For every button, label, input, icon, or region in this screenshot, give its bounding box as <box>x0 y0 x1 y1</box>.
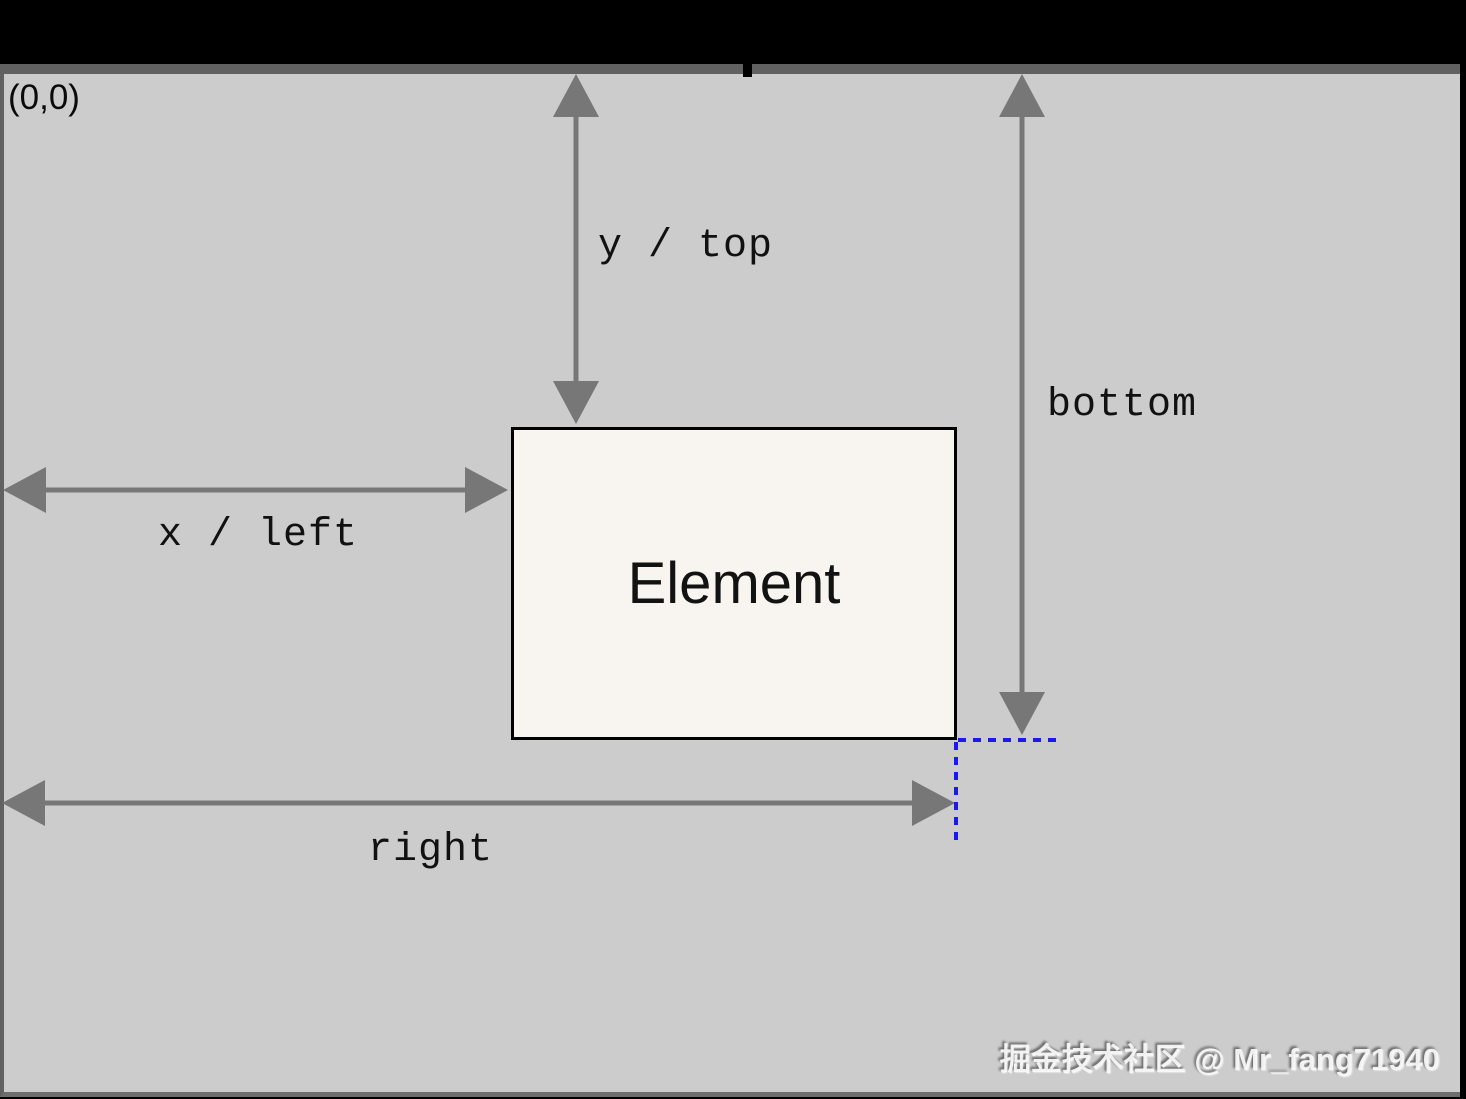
arrow-shaft <box>38 800 919 806</box>
top-edge-notch <box>743 64 752 77</box>
arrow-shaft <box>573 112 579 386</box>
element-box-label: Element <box>627 551 841 616</box>
corner-guide-vertical <box>954 742 958 843</box>
y-top-label: y / top <box>598 224 774 269</box>
bottom-label: bottom <box>1047 383 1198 428</box>
right-arrow <box>2 780 955 826</box>
arrow-right-icon <box>912 780 955 826</box>
origin-label: (0,0) <box>8 78 80 117</box>
arrow-down-icon <box>553 381 599 424</box>
arrow-shaft <box>1019 112 1025 697</box>
arrow-up-icon <box>553 74 599 117</box>
watermark: 掘金技术社区 @ Mr_fang71940 <box>999 1042 1440 1077</box>
x-left-arrow <box>3 467 508 513</box>
arrow-right-icon <box>465 467 508 513</box>
y-top-arrow <box>553 74 599 424</box>
bottom-arrow <box>999 74 1045 735</box>
element-box: Element <box>511 427 957 740</box>
arrow-up-icon <box>999 74 1045 117</box>
arrow-down-icon <box>999 692 1045 735</box>
x-left-label: x / left <box>158 513 359 558</box>
arrow-left-icon <box>2 780 45 826</box>
right-label: right <box>368 828 494 873</box>
corner-guide-horizontal <box>958 738 1058 742</box>
arrow-shaft <box>39 487 472 493</box>
arrow-left-icon <box>3 467 46 513</box>
